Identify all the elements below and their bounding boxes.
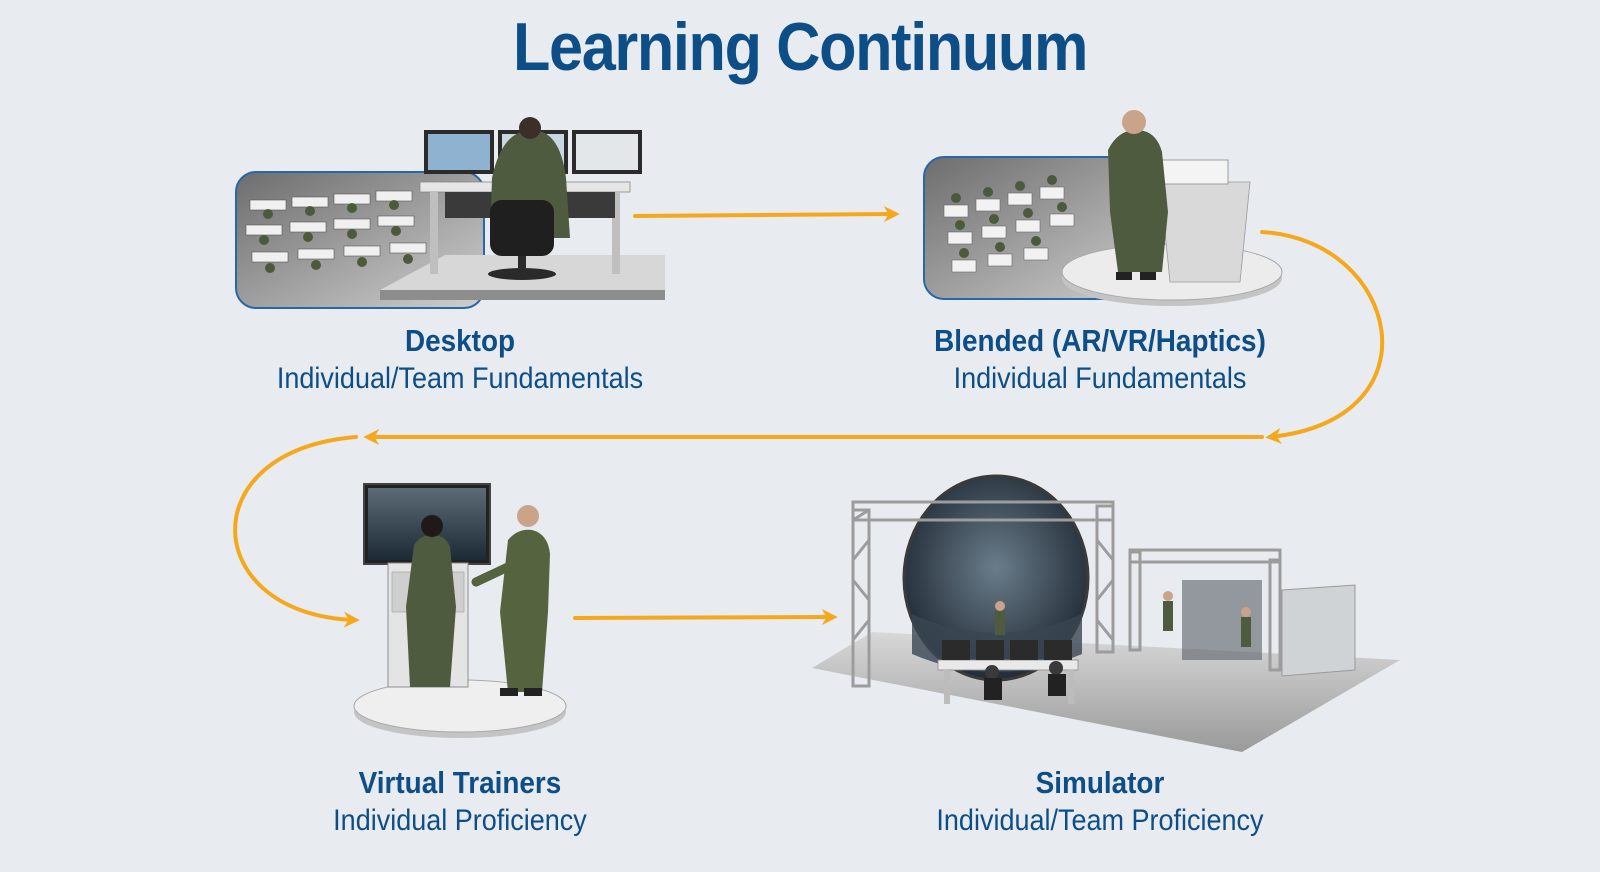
stage-name: Virtual Trainers	[358, 765, 562, 800]
stage-desktop: Desktop Individual/Team Fundamentals	[244, 322, 676, 398]
stage-name: Blended (AR/VR/Haptics)	[934, 323, 1266, 358]
arrow-return-to-virtual	[233, 435, 360, 628]
stage-subtitle: Individual/Team Fundamentals	[276, 362, 644, 395]
page-title: Learning Continuum	[512, 9, 1088, 85]
desktop-illustration	[235, 117, 665, 309]
virtual-trainers-illustration	[353, 483, 567, 738]
simulator-illustration	[812, 474, 1400, 752]
stage-virtual-trainers: Virtual Trainers Individual Proficiency	[244, 764, 676, 840]
arrow-virtual-to-simulator	[573, 609, 838, 626]
stage-simulator: Simulator Individual/Team Proficiency	[884, 764, 1316, 840]
stage-subtitle: Individual/Team Proficiency	[936, 804, 1264, 837]
stage-subtitle: Individual Fundamentals	[953, 362, 1247, 395]
blended-illustration	[923, 110, 1283, 306]
flow-arrows	[233, 206, 1385, 628]
arrow-blended-to-return	[1260, 230, 1385, 444]
stage-subtitle: Individual Proficiency	[333, 804, 587, 837]
stage-name: Simulator	[1035, 765, 1165, 800]
arrow-desktop-to-blended	[633, 206, 900, 223]
stage-blended: Blended (AR/VR/Haptics) Individual Funda…	[884, 322, 1316, 398]
stage-name: Desktop	[404, 323, 516, 358]
